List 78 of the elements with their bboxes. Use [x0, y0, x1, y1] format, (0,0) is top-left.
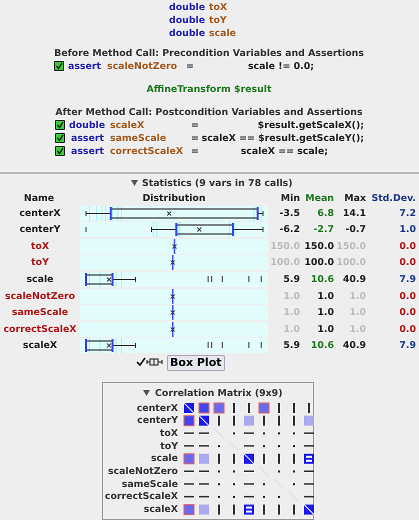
expression: scaleX == scale; [240, 144, 328, 158]
stat-value: 5.9 [283, 339, 300, 352]
keyword: double [69, 118, 106, 132]
expression: scale != 0.0; [248, 60, 314, 72]
keyword: double [169, 26, 206, 40]
row-name: centerX [19, 206, 61, 220]
stat-value: 7.9 [399, 339, 416, 352]
variable-name: scaleX [110, 118, 144, 132]
stat-value: 10.6 [310, 272, 334, 286]
column-header: Mean [305, 192, 334, 204]
column-header: Distribution [142, 192, 206, 204]
assignment-sign: = [186, 60, 194, 72]
row-name: correctScaleX [3, 322, 77, 336]
stat-value: 1.0 [317, 322, 334, 336]
stat-value: 0.0 [399, 240, 416, 253]
keyword: assert [71, 144, 104, 158]
row-name: scale [26, 272, 54, 286]
stat-value: -6.2 [280, 223, 300, 236]
matrix-row-name: toY [160, 440, 178, 453]
matrix-row-name: toX [160, 426, 178, 440]
panel-title: Correlation Matrix (9x9) [155, 386, 282, 400]
stat-value: 100.0 [304, 256, 334, 270]
stat-value: 5.9 [283, 272, 300, 286]
matrix-row-name: correctScaleX [104, 490, 178, 504]
stat-value: 0.0 [399, 256, 416, 270]
stat-value: 40.9 [342, 272, 366, 286]
stat-value: -0.7 [346, 223, 366, 236]
expression: $result.getScaleX(); [258, 118, 364, 132]
variable-name: sameScale [110, 132, 166, 144]
assignment-sign: = [191, 144, 199, 158]
stat-value: 0.0 [399, 322, 416, 336]
stat-value: 1.0 [317, 306, 334, 320]
variable-name: scale [209, 26, 236, 40]
keyword: assert [68, 60, 101, 72]
column-header: Min [280, 192, 300, 204]
assignment-sign: = [191, 118, 199, 132]
matrix-row-name: scaleNotZero [108, 465, 178, 478]
stat-value: 10.6 [310, 339, 334, 352]
row-name: toY [31, 256, 49, 270]
stat-value: 40.9 [342, 339, 366, 352]
row-name: toX [30, 240, 50, 253]
row-name: scaleX [22, 339, 58, 352]
stat-value: 150.0 [304, 240, 334, 253]
stat-value: 7.9 [399, 272, 416, 286]
matrix-row-name: sameScale [122, 478, 178, 491]
assignment-sign: = [191, 132, 199, 144]
stat-value: 6.8 [317, 206, 334, 220]
stat-value: 0.0 [399, 290, 416, 302]
keyword: double [169, 14, 206, 26]
stat-value: 1.0 [399, 223, 416, 236]
stat-value: -2.7 [314, 223, 334, 236]
variable-name: correctScaleX [110, 144, 184, 158]
keyword: assert [71, 132, 104, 144]
stat-value: 1.0 [317, 290, 334, 302]
box-plot-button: Box Plot [167, 355, 225, 371]
column-header: Name [24, 192, 54, 204]
variable-name: toY [209, 14, 227, 26]
panel-title: Statistics (9 vars in 78 calls) [142, 176, 293, 190]
matrix-row-name: centerX [136, 402, 178, 414]
column-header: Max [344, 192, 366, 204]
stat-value: 14.1 [342, 206, 366, 220]
matrix-row-name: scaleX [144, 503, 178, 516]
variable-name: toX [209, 0, 228, 14]
keyword: double [169, 0, 206, 14]
stat-value: 7.2 [399, 206, 416, 220]
matrix-row-name: scale [150, 452, 178, 466]
expression: scaleX == $result.getScaleY(); [202, 132, 364, 144]
variable-name: scaleNotZero [107, 60, 178, 72]
row-name: scaleNotZero [4, 290, 76, 302]
section-heading: After Method Call: Postcondition Variables and Assertions [55, 106, 363, 118]
row-name: centerY [20, 223, 60, 236]
result-declaration: AffineTransform $result [146, 82, 272, 96]
stat-value: -3.5 [280, 206, 300, 220]
column-header: Std.Dev. [371, 192, 416, 204]
matrix-row-name: centerY [137, 414, 178, 428]
section-heading: Before Method Call: Precondition Variables and Assertions [54, 46, 364, 60]
row-name: sameScale [12, 306, 68, 320]
stat-value: 0.0 [399, 306, 416, 320]
